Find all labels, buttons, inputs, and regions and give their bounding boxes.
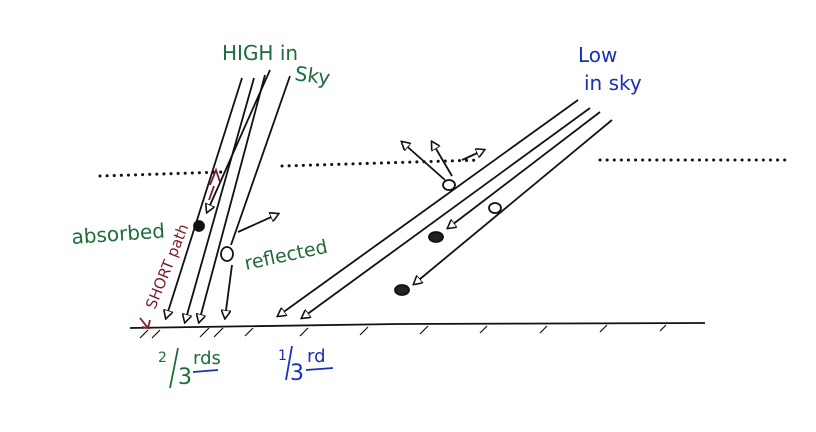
absorbing-particle — [193, 220, 205, 232]
absorbing-particle — [394, 284, 410, 296]
two-thirds-label: 2 3 rds — [158, 347, 221, 390]
scatter-arrow — [402, 142, 446, 181]
low-sun-label-line2: in sky — [584, 71, 642, 95]
absorbed-label: absorbed — [71, 219, 166, 249]
ground — [129, 322, 706, 339]
ray-reflected — [230, 75, 291, 246]
ray-absorbed — [207, 69, 271, 212]
scatter-arrow — [461, 150, 484, 161]
ray — [414, 119, 613, 284]
reflecting-particle — [442, 179, 456, 191]
low-sun-label-line1: Low — [578, 43, 617, 67]
low-sun-rays — [278, 99, 613, 318]
ray — [225, 264, 233, 318]
reflected-label: reflected — [242, 236, 329, 275]
reflecting-particle — [220, 246, 234, 262]
high-sun-label-line1: HIGH in — [222, 41, 298, 65]
absorbing-particle — [428, 231, 444, 243]
atmosphere-top-dotted-line — [98, 158, 787, 178]
high-sun-rays — [166, 69, 291, 322]
ray — [166, 77, 243, 318]
two-thirds-denominator: 3 — [178, 365, 192, 390]
one-third-label: 1 3 rd — [278, 345, 334, 386]
one-third-numerator: 1 — [278, 348, 287, 364]
ray — [185, 77, 255, 322]
reflected-arrow — [237, 214, 278, 233]
reflecting-particle — [488, 202, 502, 214]
high-sun-label-line2: Sky — [293, 61, 332, 90]
short-path-arrowheads — [139, 167, 221, 330]
scatter-arrow — [432, 142, 453, 177]
one-third-suffix: rd — [307, 346, 326, 367]
ray — [278, 99, 579, 316]
two-thirds-numerator: 2 — [158, 350, 167, 366]
two-thirds-suffix: rds — [193, 348, 221, 369]
ray — [448, 111, 601, 228]
ray — [302, 107, 591, 318]
ray — [199, 74, 266, 322]
one-third-denominator: 3 — [290, 361, 304, 386]
